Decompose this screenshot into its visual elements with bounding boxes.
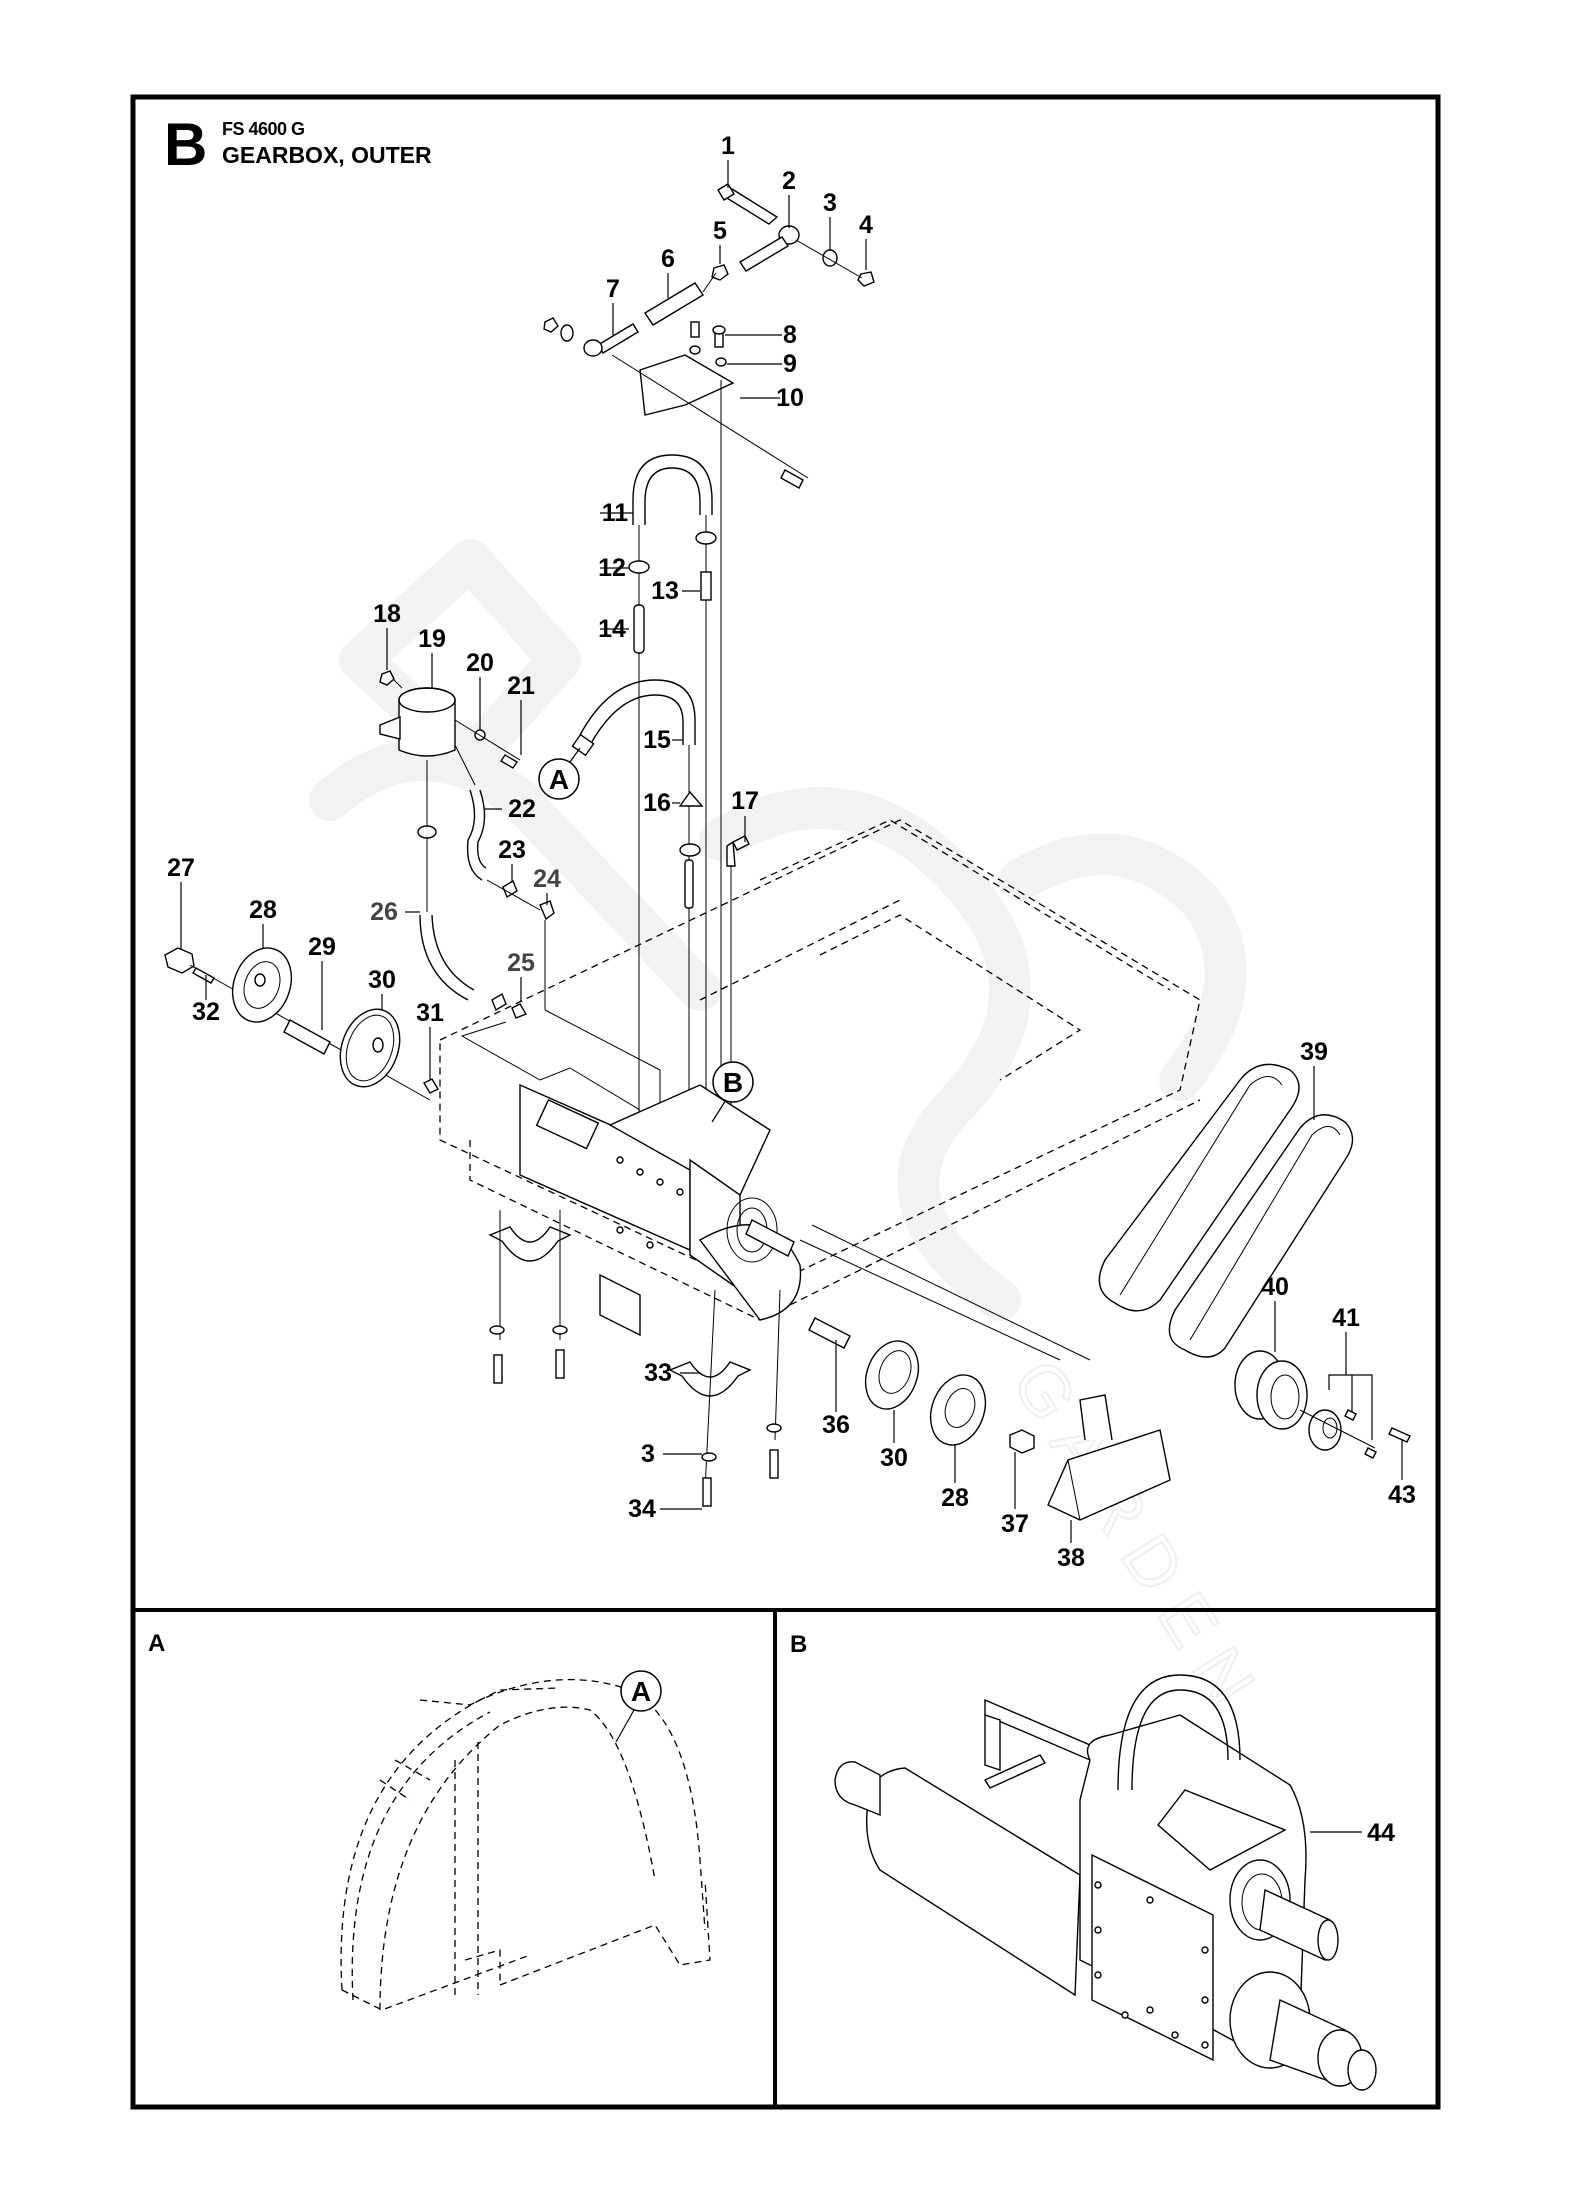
callout-a-label: A	[549, 764, 569, 795]
hose-assembly	[571, 454, 750, 1150]
part-label-21[interactable]: 21	[507, 672, 535, 700]
detail-b-bolts	[1094, 1881, 1209, 2049]
belts-and-pulley	[1098, 1063, 1411, 1459]
callout-b-label: B	[723, 1067, 743, 1098]
callout-b-circle[interactable]	[712, 1061, 754, 1103]
model-name: FS 4600 G	[222, 119, 305, 139]
part-label-34[interactable]: 34	[628, 1495, 656, 1523]
detail-b-gearbox	[834, 1674, 1377, 2091]
part-label-13[interactable]: 13	[651, 577, 679, 605]
part-label-27[interactable]: 27	[167, 854, 195, 882]
part-label-25[interactable]: 25	[507, 949, 535, 977]
part-label-37[interactable]: 37	[1001, 1510, 1029, 1538]
part-label-24[interactable]: 24	[533, 865, 561, 893]
part-label-7[interactable]: 7	[606, 275, 620, 303]
part-label-22[interactable]: 22	[508, 795, 536, 823]
right-flange-assembly	[799, 1224, 1171, 1521]
diagram-frame	[130, 94, 1441, 2110]
part-label-1[interactable]: 1	[721, 132, 735, 160]
part-label-15[interactable]: 15	[643, 726, 671, 754]
part-label-39[interactable]: 39	[1300, 1038, 1328, 1066]
svg-text:GARDEN: GARDEN	[997, 1347, 1279, 1734]
part-label-41[interactable]: 41	[1332, 1304, 1360, 1332]
part-label-20[interactable]: 20	[466, 649, 494, 677]
frame-outline-dashed	[439, 819, 1201, 1321]
label-leader-lines	[180, 160, 1403, 1833]
part-label-36[interactable]: 36	[822, 1411, 850, 1439]
part-label-2[interactable]: 2	[782, 167, 796, 195]
part-label-5[interactable]: 5	[713, 217, 727, 245]
callout-a-circle[interactable]	[538, 758, 580, 800]
diagram-title: GEARBOX, OUTER	[222, 142, 432, 168]
part-label-38[interactable]: 38	[1057, 1544, 1085, 1572]
part-label-3b[interactable]: 3	[641, 1440, 655, 1468]
upper-bracket-assembly	[543, 183, 875, 1150]
part-label-29[interactable]: 29	[308, 933, 336, 961]
part-label-19[interactable]: 19	[418, 625, 446, 653]
part-label-40[interactable]: 40	[1261, 1273, 1289, 1301]
part-label-10[interactable]: 10	[776, 384, 804, 412]
part-label-16[interactable]: 16	[643, 789, 671, 817]
part-label-17[interactable]: 17	[731, 787, 759, 815]
part-label-31[interactable]: 31	[416, 999, 444, 1027]
detail-a-marker-circle[interactable]	[620, 1670, 662, 1712]
section-letter: B	[164, 111, 207, 178]
part-label-33[interactable]: 33	[644, 1359, 672, 1387]
gearbox-assembly	[519, 1083, 802, 1337]
watermark-logo: GARDEN	[309, 539, 1280, 1735]
part-label-6[interactable]: 6	[661, 245, 675, 273]
part-label-26[interactable]: 26	[370, 898, 398, 926]
part-label-28[interactable]: 28	[249, 896, 277, 924]
part-label-23[interactable]: 23	[498, 836, 526, 864]
left-flange-assembly	[164, 947, 439, 1101]
part-label-3[interactable]: 3	[823, 189, 837, 217]
part-label-43[interactable]: 43	[1388, 1481, 1416, 1509]
part-label-32[interactable]: 32	[192, 998, 220, 1026]
detail-b-panel-label: B	[790, 1631, 807, 1658]
part-label-8[interactable]: 8	[783, 321, 797, 349]
detail-a-panel-label: A	[148, 1630, 165, 1657]
part-label-28b[interactable]: 28	[941, 1484, 969, 1512]
part-label-44[interactable]: 44	[1367, 1819, 1395, 1847]
part-label-9[interactable]: 9	[783, 350, 797, 378]
part-label-30b[interactable]: 30	[880, 1444, 908, 1472]
part-label-18[interactable]: 18	[373, 600, 401, 628]
detail-a-blade-guard	[340, 1678, 711, 2011]
part-label-4[interactable]: 4	[859, 211, 873, 239]
detail-a-marker-label: A	[631, 1676, 651, 1707]
gearbox-bolts	[616, 1156, 684, 1249]
part-label-30[interactable]: 30	[368, 966, 396, 994]
mounting-clamps	[488, 1210, 782, 1507]
